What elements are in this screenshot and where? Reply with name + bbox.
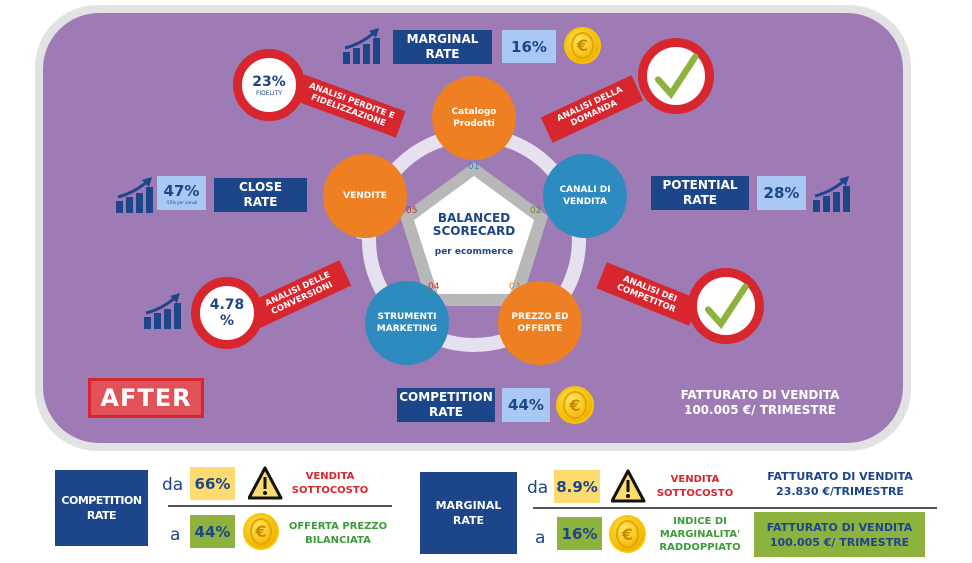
marginal-to-revenue: 100.005 €/ TRIMESTRE bbox=[769, 535, 910, 549]
step-number: 02 bbox=[530, 206, 542, 216]
fidelity-badge: 23%FIDELITY bbox=[233, 49, 305, 121]
marginal-from-revenue: FATTURATO DI VENDITA bbox=[767, 470, 913, 483]
potential-rate-label: POTENTIAL RATE bbox=[651, 176, 749, 210]
marginal-rate-label: MARGINAL RATE bbox=[393, 30, 492, 64]
competition-to-value: 44% bbox=[190, 515, 235, 548]
divider bbox=[533, 507, 937, 509]
revenue-line: 100.005 €/ TRIMESTRE bbox=[683, 403, 837, 417]
from-word: da bbox=[162, 475, 184, 495]
check-badge bbox=[638, 38, 714, 114]
marginal-to-value: 16% bbox=[557, 517, 602, 550]
to-word: a bbox=[170, 525, 181, 545]
center-title: BALANCED SCORECARD bbox=[432, 211, 516, 238]
fidelity-value: 23% bbox=[252, 73, 286, 90]
competition-rate-value: 44% bbox=[502, 388, 550, 422]
step-vendite[interactable]: VENDITE bbox=[323, 154, 407, 238]
step-prezzo[interactable]: PREZZO ED OFFERTE bbox=[498, 281, 582, 365]
close-rate-value: 47% bbox=[163, 181, 200, 200]
center-pentagon bbox=[400, 162, 548, 306]
step-number: 05 bbox=[406, 206, 418, 216]
divider bbox=[168, 505, 392, 507]
close-rate-label: CLOSE RATE bbox=[214, 178, 307, 212]
step-number: 01 bbox=[468, 162, 480, 172]
marginal-rate-value: 16% bbox=[502, 30, 556, 63]
bottom-competition-label: COMPETITION RATE bbox=[55, 470, 148, 546]
fidelity-label: FIDELITY bbox=[255, 89, 283, 97]
competition-rate-label: COMPETITION RATE bbox=[397, 388, 495, 422]
revenue-line: FATTURATO DI VENDITA bbox=[680, 388, 840, 402]
conversion-value: 4.78 % bbox=[209, 297, 245, 329]
close-rate-value-box: 47%-55% per annull bbox=[157, 176, 206, 210]
step-catalogo[interactable]: Catalogo Prodotti bbox=[432, 76, 516, 160]
marginal-to-note: INDICE DI MARGINALITA' RADDOPPIATO bbox=[659, 516, 741, 553]
center-subtitle: per ecommerce bbox=[434, 247, 514, 257]
marginal-to-revenue-box: FATTURATO DI VENDITA 100.005 €/ TRIMESTR… bbox=[754, 512, 925, 557]
from-word: da bbox=[527, 478, 549, 498]
conversion-badge: 4.78 % bbox=[191, 277, 263, 349]
potential-rate-value: 28% bbox=[757, 176, 806, 210]
euro-coin-icon: € bbox=[243, 513, 279, 550]
marginal-to-revenue: FATTURATO DI VENDITA bbox=[766, 520, 913, 534]
competition-to-note: OFFERTA PREZZO BILANCIATA bbox=[288, 521, 388, 546]
marginal-from-value: 8.9% bbox=[554, 470, 600, 503]
check-badge bbox=[688, 268, 764, 344]
growth-chart-icon bbox=[813, 176, 851, 213]
growth-chart-icon bbox=[116, 177, 154, 214]
after-stamp: AFTER bbox=[88, 378, 204, 418]
checkmark-icon bbox=[651, 51, 701, 101]
warning-icon bbox=[611, 469, 646, 503]
euro-coin-icon: € bbox=[609, 515, 646, 553]
marginal-from-note: VENDITA SOTTOCOSTO bbox=[656, 474, 734, 499]
step-canali[interactable]: CANALI DI VENDITA bbox=[543, 154, 627, 238]
competition-from-note: VENDITA SOTTOCOSTO bbox=[291, 471, 369, 496]
step-number: 04 bbox=[428, 282, 440, 292]
growth-chart-icon bbox=[343, 28, 381, 65]
close-rate-note: -55% per annull bbox=[165, 199, 198, 205]
euro-coin-icon: € bbox=[556, 386, 594, 424]
competition-from-value: 66% bbox=[190, 467, 235, 500]
checkmark-icon bbox=[701, 281, 751, 331]
euro-coin-icon: € bbox=[564, 27, 601, 64]
marginal-from-revenue: 23.830 €/TRIMESTRE bbox=[776, 485, 904, 498]
step-strumenti[interactable]: STRUMENTI MARKETING bbox=[365, 281, 449, 365]
growth-chart-icon bbox=[144, 293, 182, 330]
warning-icon bbox=[248, 466, 283, 500]
step-number: 03 bbox=[509, 282, 521, 292]
bottom-marginal-label: MARGINAL RATE bbox=[420, 472, 517, 554]
to-word: a bbox=[535, 528, 546, 548]
